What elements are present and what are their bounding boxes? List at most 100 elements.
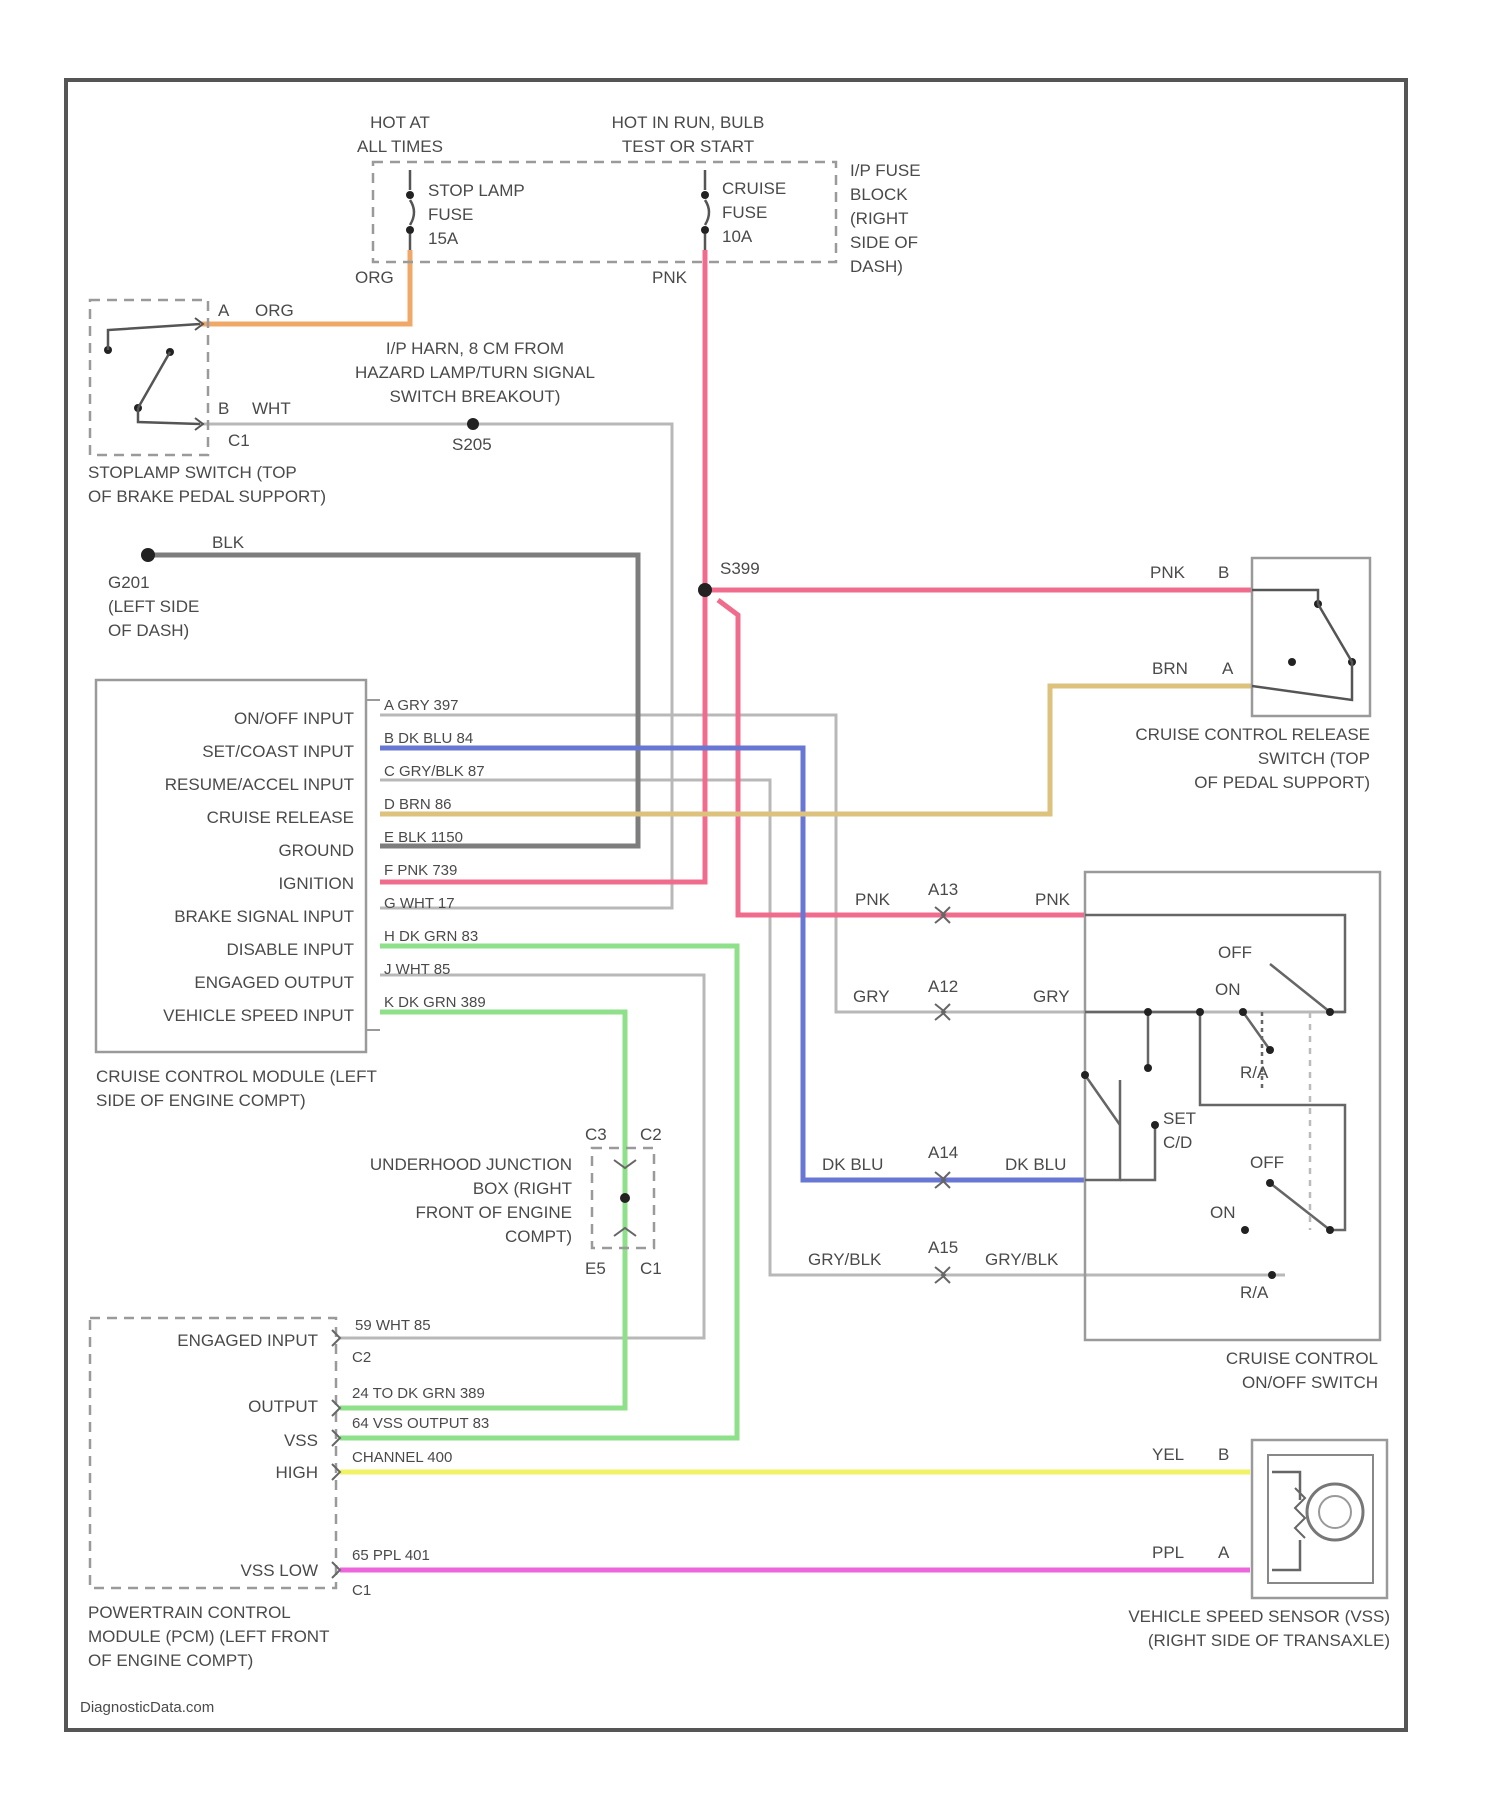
stop-fuse-terminal [406,226,414,234]
ccm-label: CRUISE CONTROL MODULE (LEFT [96,1067,377,1086]
release-pin-a: A [1222,659,1234,678]
ccm-input: ENGAGED OUTPUT [194,973,354,992]
release-brn-label: BRN [1152,659,1188,678]
vss-rotor-icon [1307,1484,1363,1540]
onoff-internal-wiring [1085,915,1345,1230]
onoff-label: ON/OFF SWITCH [1242,1373,1378,1392]
onoff-a13: A13 [928,880,958,899]
splice-s399 [698,583,712,597]
cruise-fuse-rating: 10A [722,227,753,246]
ccm-pin: F PNK 739 [384,862,457,879]
ccm-pin: B DK BLU 84 [384,730,473,747]
stoplamp-pin-a: A [218,301,230,320]
harness-label: HAZARD LAMP/TURN SIGNAL [355,363,595,382]
cruise-control-module [96,680,366,1052]
vss-yel-label: YEL [1152,1445,1184,1464]
vss-pin-b: B [1218,1445,1229,1464]
junction-splice [620,1193,630,1203]
cruise-fuse-name2: FUSE [722,203,767,222]
hot-in-1: HOT IN RUN, BULB [612,113,765,132]
junction-e5: E5 [585,1259,606,1278]
onoff-off1: OFF [1218,943,1252,962]
fuse-block-label: SIDE OF [850,233,918,252]
onoff-blu-l: DK BLU [822,1155,883,1174]
junction-label: COMPT) [505,1227,572,1246]
stop-fuse-name: STOP LAMP [428,181,525,200]
stoplamp-label: OF BRAKE PEDAL SUPPORT) [88,487,326,506]
release-switch-icon [1252,590,1352,700]
onoff-a14: A14 [928,1143,958,1162]
onoff-a15: A15 [928,1238,958,1257]
cruise-fuse-name: CRUISE [722,179,786,198]
onoff-set: SET [1163,1109,1196,1128]
ccm-input: BRAKE SIGNAL INPUT [174,907,354,926]
pcm-pin-24: 24 TO DK GRN 389 [352,1385,485,1402]
release-label: OF PEDAL SUPPORT) [1194,773,1370,792]
onoff-pnk-l: PNK [855,890,891,909]
splice-s205 [467,418,479,430]
pcm-outline [90,1318,336,1588]
hot-in-2: TEST OR START [622,137,754,156]
ccm-pin-labels: A GRY 397 B DK BLU 84 C GRY/BLK 87 D BRN… [384,697,486,1011]
ccm-input: DISABLE INPUT [226,940,354,959]
stoplamp-switch-icon [108,324,200,424]
fuse-block-label: I/P FUSE [850,161,921,180]
onoff-a12: A12 [928,977,958,996]
stoplamp-org-label: ORG [255,301,294,320]
junction-label: BOX (RIGHT [473,1179,572,1198]
ccm-input: GROUND [278,841,354,860]
pcm-channel: CHANNEL 400 [352,1449,452,1466]
onoff-blu-r: DK BLU [1005,1155,1066,1174]
junction-label: UNDERHOOD JUNCTION [370,1155,572,1174]
harness-label: SWITCH BREAKOUT) [390,387,561,406]
stop-fuse-terminal [406,191,414,199]
onoff-label: CRUISE CONTROL [1226,1349,1378,1368]
org-wire-label: ORG [355,268,394,287]
release-pnk-label: PNK [1150,563,1186,582]
vss-rotor-inner-icon [1319,1496,1351,1528]
pnk-switch-wire [718,600,1085,915]
stop-fuse-rating: 15A [428,229,459,248]
ccm-label: SIDE OF ENGINE COMPT) [96,1091,306,1110]
ccm-pin: K DK GRN 389 [384,994,486,1011]
pcm-c1: C1 [352,1582,371,1599]
splice-s205-label: S205 [452,435,492,454]
pcm-engaged: ENGAGED INPUT [177,1331,318,1350]
release-label: SWITCH (TOP [1258,749,1370,768]
pcm-pin-59: 59 WHT 85 [355,1317,431,1334]
vss-lead-icon [1272,1472,1300,1570]
inline-connectors [935,907,950,1283]
stoplamp-pin-b: B [218,399,229,418]
pcm-pin-64: 64 VSS OUTPUT 83 [352,1415,489,1432]
onoff-ra2: R/A [1240,1283,1269,1302]
cruise-fuse-icon [705,170,709,250]
pcm-high: HIGH [276,1463,319,1482]
ccm-input: ON/OFF INPUT [234,709,354,728]
harness-label: I/P HARN, 8 CM FROM [386,339,564,358]
pcm-pin-65: 65 PPL 401 [352,1547,430,1564]
hot-at-1: HOT AT [370,113,430,132]
onoff-ra1: R/A [1240,1063,1269,1082]
pcm-c2: C2 [352,1349,371,1366]
junction-label: FRONT OF ENGINE [416,1203,572,1222]
stoplamp-switch-outline [90,300,208,455]
onoff-on2: ON [1210,1203,1236,1222]
stoplamp-label: STOPLAMP SWITCH (TOP [88,463,297,482]
ccm-input: IGNITION [278,874,354,893]
pcm-label: MODULE (PCM) (LEFT FRONT [88,1627,329,1646]
footer-credit: DiagnosticData.com [80,1699,214,1716]
cruise-fuse-terminal [701,226,709,234]
onoff-gry-r: GRY [1033,987,1070,1006]
splice-s399-label: S399 [720,559,760,578]
ccm-pin: C GRY/BLK 87 [384,763,485,780]
pcm-vsslow: VSS LOW [241,1561,318,1580]
ccm-input: VEHICLE SPEED INPUT [163,1006,354,1025]
ccm-input-labels: ON/OFF INPUT SET/COAST INPUT RESUME/ACCE… [163,709,354,1025]
ccm-pin: H DK GRN 83 [384,928,478,945]
stoplamp-wht-label: WHT [252,399,291,418]
junction-c1: C1 [640,1259,662,1278]
junction-c2: C2 [640,1125,662,1144]
vss-ppl-label: PPL [1152,1543,1184,1562]
onoff-gry-l: GRY [853,987,890,1006]
